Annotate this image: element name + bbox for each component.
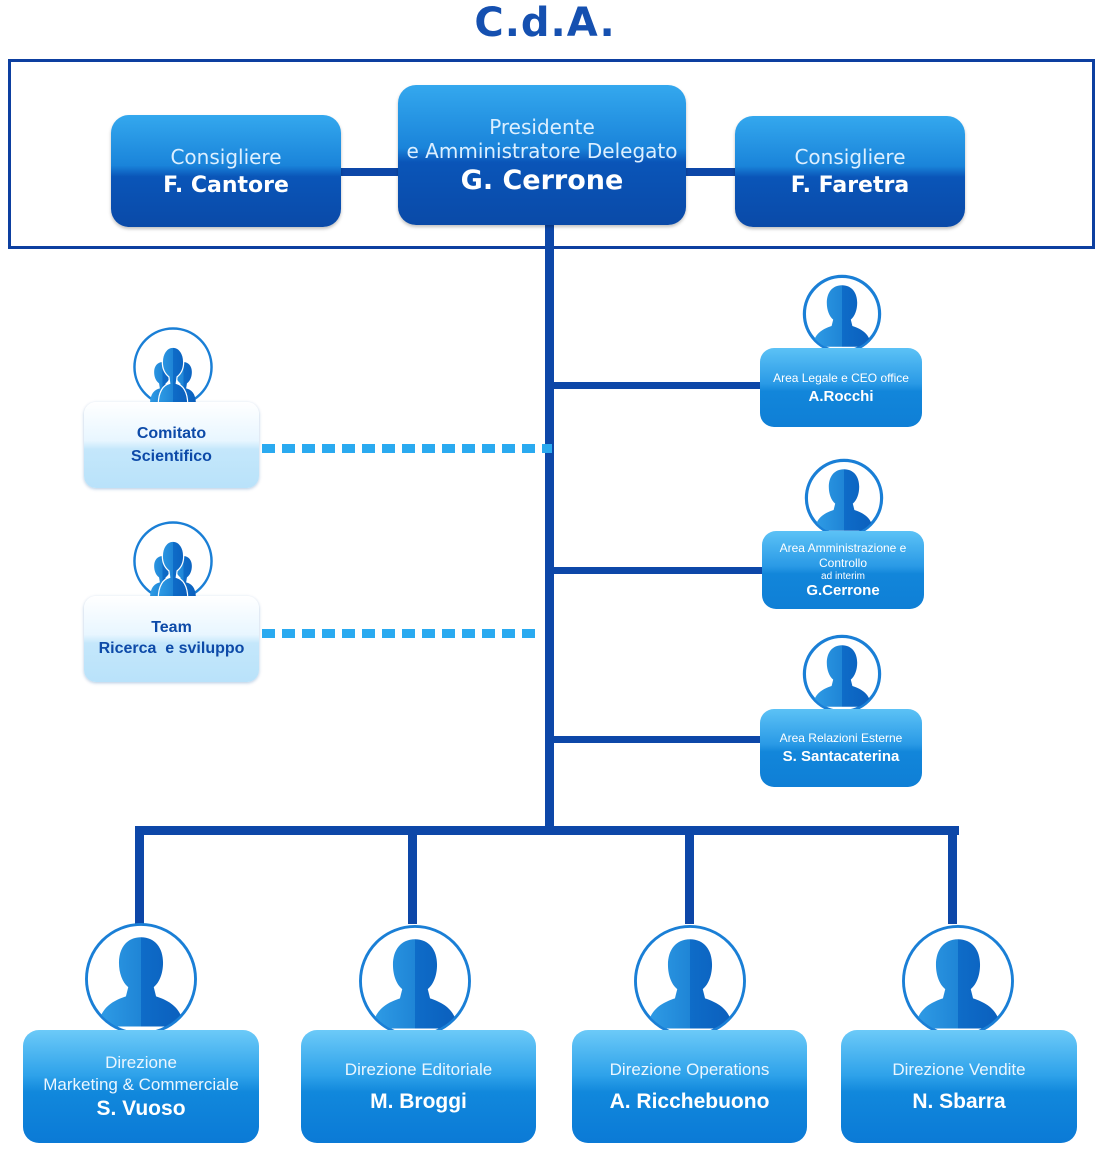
group-label-1: Team [151,619,192,637]
directions-horizontal-line [135,826,959,835]
board-connector-left [340,168,402,176]
staff-box-relazioni: Area Relazioni Esterne S. Santacaterina [760,709,922,787]
group-label-2: Scientifico [131,448,212,465]
staff-role: Area Legale e CEO office [773,370,909,385]
direction-connector-4 [948,826,957,924]
staff-connector-2 [554,567,762,574]
direction-name: A. Ricchebuono [609,1090,770,1114]
direction-box-marketing: Direzione Marketing & Commerciale S. Vuo… [23,1030,259,1143]
board-connector-right [685,168,737,176]
staff-name: G.Cerrone [806,582,880,599]
president-role-2: e Amministratore Delegato [406,138,678,163]
direction-box-operations: Direzione Operations A. Ricchebuono [572,1030,807,1143]
person-icon [802,274,882,354]
direction-name: S. Vuoso [96,1096,186,1120]
board-member-right: Consigliere F. Faretra [735,116,965,227]
group-icon [133,327,213,407]
person-icon [634,925,746,1037]
person-icon [85,923,197,1035]
group-icon [133,521,213,601]
staff-connector-3 [554,736,760,743]
person-icon [804,458,884,538]
president-name: G. Cerrone [460,164,624,196]
staff-box-team: Team Ricerca e sviluppo [84,596,259,682]
main-vertical-line [545,225,554,831]
board-member-name: F. Cantore [163,172,289,198]
direction-connector-1 [135,826,144,924]
page-title: C.d.A. [474,0,616,46]
direction-role-2: Marketing & Commerciale [43,1074,239,1094]
staff-role: Area Relazioni Esterne [779,731,903,745]
staff-name: A.Rocchi [808,387,874,405]
president-role-1: Presidente [489,114,595,139]
board-member-role: Consigliere [794,145,906,169]
staff-sub: ad interim [821,571,865,582]
person-icon [902,925,1014,1037]
person-icon [359,925,471,1037]
dotted-connector-comitato [262,444,552,453]
staff-connector-1 [554,382,760,389]
direction-role-1: Direzione [105,1053,177,1073]
staff-box-amministrazione: Area Amministrazione e Controllo ad inte… [762,531,924,609]
direction-role: Direzione Editoriale [344,1059,493,1079]
staff-role-1: Area Amministrazione e [779,541,907,555]
group-label-1: Comitato [136,424,207,442]
staff-box-comitato: Comitato Scientifico [84,402,259,488]
direction-connector-3 [685,826,694,924]
direction-box-editoriale: Direzione Editoriale M. Broggi [301,1030,536,1143]
direction-name: M. Broggi [370,1090,467,1114]
board-member-left: Consigliere F. Cantore [111,115,341,227]
staff-role-2: Controllo [818,556,868,570]
board-president: Presidente e Amministratore Delegato G. … [398,85,686,225]
board-member-role: Consigliere [170,144,282,169]
direction-name: N. Sbarra [912,1090,1006,1114]
dotted-connector-team [262,629,542,638]
direction-box-vendite: Direzione Vendite N. Sbarra [841,1030,1077,1143]
staff-box-legale: Area Legale e CEO office A.Rocchi [760,348,922,427]
direction-connector-2 [408,826,417,924]
direction-role: Direzione Operations [609,1059,770,1079]
group-label-2: Ricerca e sviluppo [98,640,245,657]
staff-name: S. Santacaterina [782,748,900,765]
person-icon [802,634,882,714]
board-member-name: F. Faretra [790,173,910,198]
direction-role: Direzione Vendite [892,1059,1026,1079]
